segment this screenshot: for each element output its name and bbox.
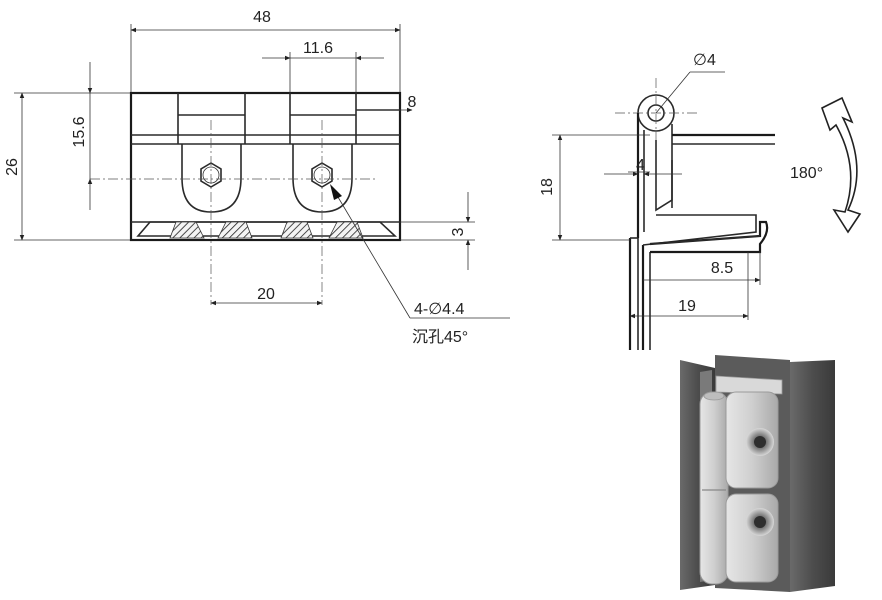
side-dimensions: ∅4 4 18 8.5 19 180° bbox=[539, 52, 862, 320]
dim-side-height: 18 bbox=[539, 178, 556, 196]
rotation-arrow-icon bbox=[821, 96, 862, 234]
dim-flange-width: 8.5 bbox=[711, 260, 733, 277]
dim-hole-spacing: 20 bbox=[257, 286, 275, 303]
dim-pin-diameter: ∅4 bbox=[693, 52, 716, 69]
dim-overall-height: 26 bbox=[4, 158, 21, 176]
dim-tab-offset: 8 bbox=[408, 94, 417, 111]
hole-callout-size: 4-∅4.4 bbox=[414, 301, 465, 318]
dim-leaf-gap: 4 bbox=[636, 157, 645, 174]
rotation-angle-label: 180° bbox=[790, 165, 823, 182]
hole-callout-countersink: 沉孔45° bbox=[412, 328, 468, 346]
front-view bbox=[90, 91, 402, 305]
dim-base-thickness: 3 bbox=[450, 227, 467, 236]
front-dimensions: 48 11.6 8 26 15.6 3 20 4-∅4.4 沉孔45° bbox=[4, 9, 510, 346]
dim-knuckle-pitch: 11.6 bbox=[303, 40, 333, 57]
hinge-photo-render bbox=[680, 355, 835, 592]
dim-side-width: 19 bbox=[678, 298, 696, 315]
dim-overall-width: 48 bbox=[253, 9, 271, 26]
dim-hole-height: 15.6 bbox=[71, 116, 88, 147]
